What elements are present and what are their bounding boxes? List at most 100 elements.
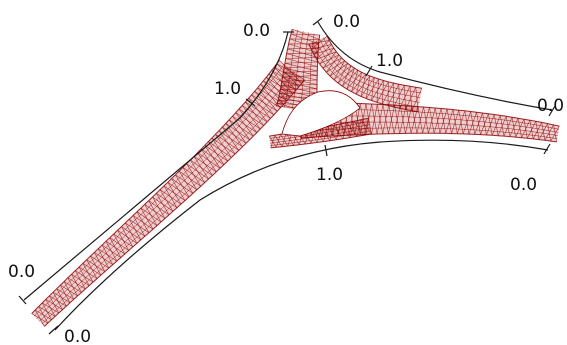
mesh-arm-left-rail (132, 218, 137, 223)
mesh-arm-left-rung (49, 295, 67, 307)
mesh-arm-left-rail (178, 167, 184, 172)
mesh-arm-top-rail (287, 43, 290, 49)
mesh-arm-left-rail (90, 252, 95, 257)
mesh-web-upper-rail (335, 69, 340, 74)
mesh-web-upper-rail (361, 96, 367, 100)
mesh-arm-left-rail (201, 152, 206, 157)
mesh-arm-left-rail (260, 99, 264, 103)
mesh-arm-left-rail (250, 109, 255, 114)
mesh-arm-top-rail (304, 55, 306, 61)
mesh-arm-right-rung (553, 124, 557, 142)
mesh-arm-left-rail (98, 261, 104, 266)
mesh-arm-left-rail (215, 145, 220, 150)
mesh-arm-right-rail (509, 136, 516, 138)
mesh-arm-left-rail (267, 99, 272, 104)
mesh-web-lower-rung (268, 135, 277, 148)
mesh-web-upper-rail (361, 81, 367, 85)
mesh-web-upper-rail (378, 78, 384, 81)
mesh-arm-top-rail (284, 58, 287, 64)
mesh-arm-left-rail (136, 215, 141, 220)
mesh-arm-left-rung (121, 226, 142, 241)
mesh-arm-left-rail (216, 160, 221, 165)
mesh-web-lower-rail (361, 121, 370, 124)
mesh-arm-left-rung (125, 222, 146, 237)
mesh-arm-left-rail (223, 153, 228, 158)
mesh-arm-left-rail (119, 236, 124, 241)
mesh-web-upper-rail (323, 37, 326, 43)
mesh-arm-left-rail (260, 80, 264, 85)
mesh-arm-left-rail (181, 185, 187, 190)
mesh-arm-top-rung (283, 70, 318, 73)
mesh-web-lower-rail (340, 125, 348, 128)
mesh-arm-left-rail (54, 297, 59, 302)
mesh-web-upper-rung (337, 67, 355, 84)
tick-left-arm-mid (245, 98, 256, 107)
mesh-arm-left-rail (90, 275, 95, 280)
mesh-arm-left-rail (188, 193, 194, 198)
mesh-arm-right-rail (498, 131, 505, 133)
mesh-arm-left-rail (204, 141, 209, 146)
mesh-arm-left-rail (252, 124, 257, 129)
mesh-web-lower-rung (333, 125, 344, 139)
mesh-web-lower-rail (349, 135, 357, 139)
mesh-arm-left-rung (260, 84, 287, 102)
mesh-web-upper-rail (356, 93, 362, 97)
mesh-web-lower-rung (353, 121, 365, 136)
mesh-arm-right-rail (505, 119, 512, 122)
mesh-web-lower-rail (310, 136, 317, 139)
mesh-arm-top-rail (288, 77, 290, 82)
mesh-arm-left-rail (186, 174, 191, 179)
mesh-web-lower-rail (310, 139, 317, 141)
mesh-web-upper-rail (346, 88, 352, 93)
mesh-arm-left-rail (208, 145, 213, 150)
mesh-web-upper-rung (382, 80, 384, 105)
label-left-arm-mid: 1.0 (214, 79, 241, 99)
mesh-web-upper-rail (320, 50, 324, 55)
mesh-arm-left-rung (193, 156, 217, 173)
mesh-web-upper-rail (396, 93, 403, 95)
mesh-arm-left-rail (104, 267, 110, 272)
mesh-web-lower-rail (287, 139, 293, 142)
mesh-arm-right-rail (522, 126, 529, 128)
mesh-web-upper-rail (383, 80, 389, 83)
mesh-arm-left-rail (272, 85, 276, 89)
mesh-arm-left-rail (252, 132, 258, 137)
mesh-arm-left-rail (162, 196, 168, 201)
mesh-arm-left-rung (117, 230, 138, 244)
mesh-arm-left-rail (254, 87, 258, 92)
mesh-web-lower-rail (304, 137, 311, 139)
mesh-arm-left-rail (96, 274, 102, 279)
mesh-arm-top-rail (285, 97, 287, 102)
mesh-web-upper-rail (376, 101, 383, 105)
mesh-web-upper-rail (343, 75, 348, 80)
mesh-web-lower-rung (360, 119, 372, 134)
mesh-arm-top-rail (291, 105, 294, 110)
mesh-arm-left-rail (273, 74, 277, 78)
mesh-web-upper-rail (357, 79, 363, 83)
mesh-web-lower-rail (311, 141, 318, 144)
mesh-arm-left-rail (131, 225, 136, 230)
mesh-arm-top-rail (289, 68, 291, 74)
mesh-web-upper-rail (364, 87, 370, 91)
mesh-web-lower-rail (275, 139, 282, 141)
mesh-arm-left-rail (95, 265, 100, 270)
mesh-web-upper-rail (336, 76, 341, 80)
mesh-arm-top-rail (305, 46, 307, 52)
mesh-web-upper-rail (353, 77, 358, 81)
mesh-arm-top-rail (277, 96, 280, 101)
mesh-arm-left-rail (265, 73, 270, 78)
mesh-web-upper-rail (339, 73, 344, 77)
mesh-web-upper-rail (380, 88, 387, 91)
mesh-web-lower-rail (274, 133, 281, 136)
mesh-arm-left-rail (222, 123, 227, 128)
mesh-arm-left-rung (251, 94, 278, 112)
mesh-web-lower-rail (276, 146, 283, 148)
mesh-arm-right-rail (538, 139, 545, 141)
mesh-arm-top-rail (293, 98, 295, 103)
mesh-arm-left-rail (267, 81, 272, 85)
label-right-tip-lower: 0.0 (510, 175, 537, 195)
mesh-arm-right-rail (503, 135, 510, 138)
mesh-arm-left-rail (129, 239, 134, 244)
mesh-web-lower-rail (275, 136, 281, 138)
